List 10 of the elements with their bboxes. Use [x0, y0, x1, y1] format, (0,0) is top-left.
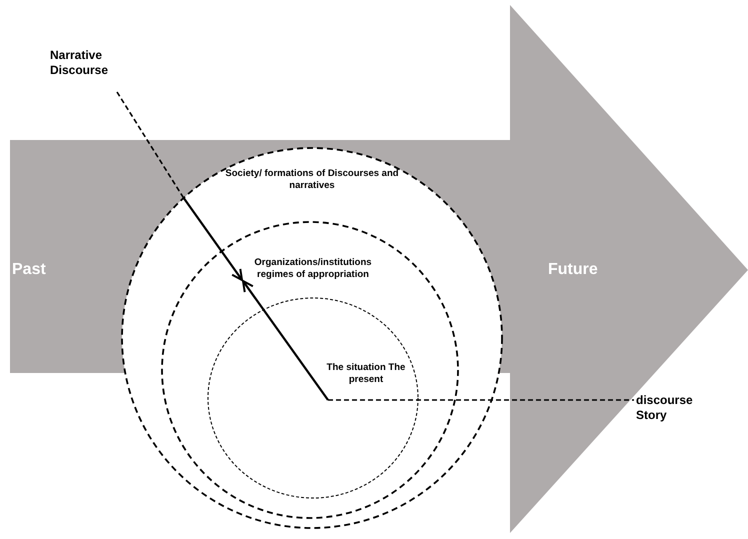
circle-label: Organizations/institutions regimes of appropriation: [253, 257, 373, 281]
story-discourse-label: discourse Story: [636, 393, 694, 423]
circle-label: The situation The present: [326, 362, 406, 386]
time-label: Future: [548, 260, 599, 280]
arrow: [242, 280, 329, 401]
narrative-discourse-label: Narrative Discourse: [50, 48, 110, 78]
connector-line: [116, 92, 184, 198]
time-label: Past: [12, 260, 47, 280]
circle-label: Society/ formations of Discourses and narratives: [224, 168, 400, 192]
arrow: [182, 196, 243, 281]
